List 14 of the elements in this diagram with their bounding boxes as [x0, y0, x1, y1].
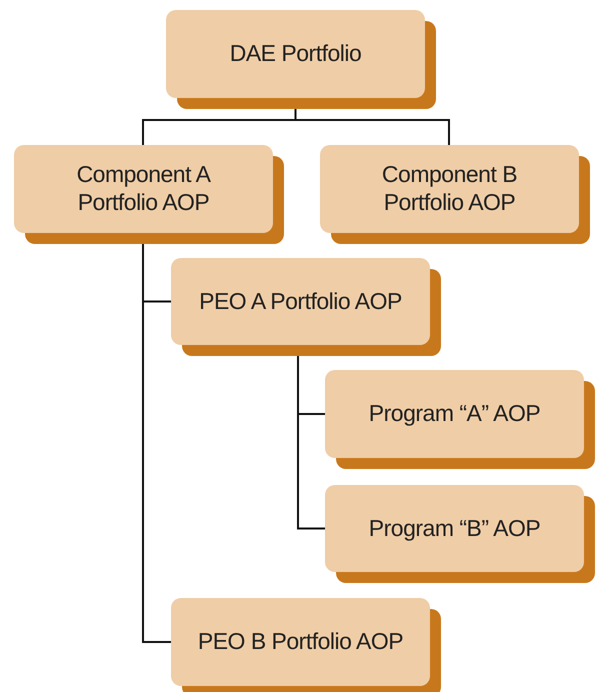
- process-box: [14, 145, 273, 233]
- process-box: [171, 598, 430, 686]
- process-box: [325, 485, 584, 572]
- process-box: [171, 258, 430, 345]
- process-box: [325, 370, 584, 458]
- process-box: [320, 145, 579, 233]
- box-label: Program “B” AOP: [368, 514, 540, 542]
- process-box: [166, 10, 425, 98]
- box-label: Component B Portfolio AOP: [380, 161, 518, 217]
- box-label: Program “A” AOP: [368, 400, 540, 428]
- box-label: PEO A Portfolio AOP: [199, 288, 402, 316]
- box-label: PEO B Portfolio AOP: [198, 628, 404, 656]
- box-label: Component A Portfolio AOP: [76, 161, 212, 217]
- box-label: DAE Portfolio: [230, 40, 362, 68]
